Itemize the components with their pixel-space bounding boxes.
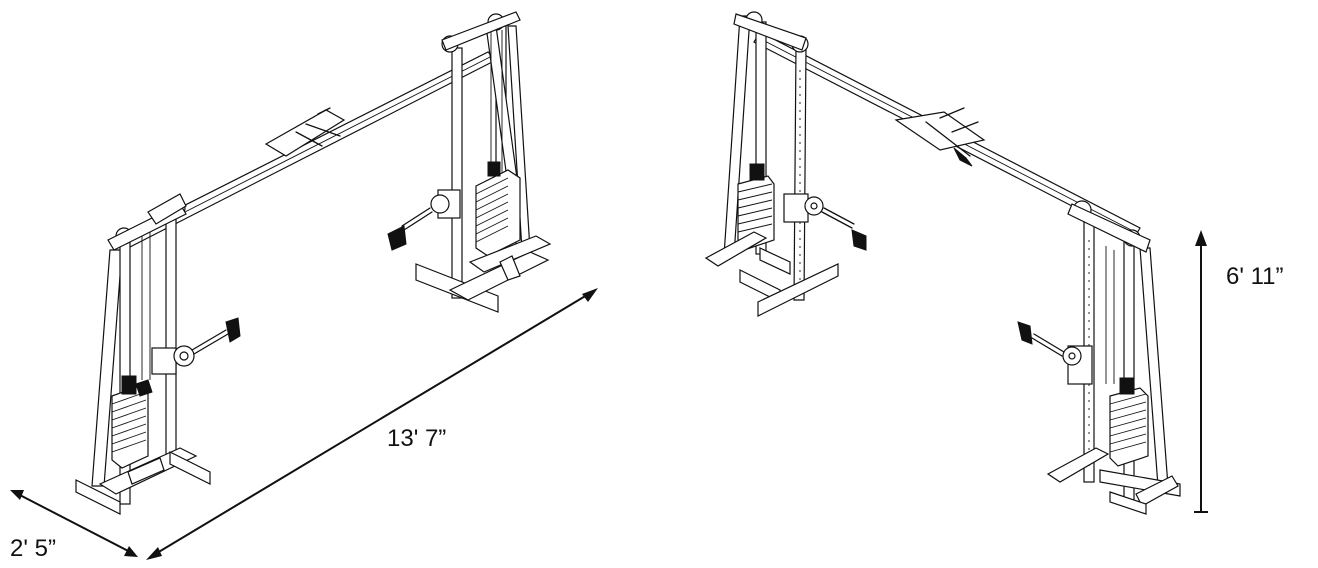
right-cable-crossover-machine: [704, 11, 1181, 515]
height-dimension-arrow: [1194, 230, 1208, 513]
height-dimension-label: 6' 11”: [1226, 263, 1284, 290]
left-cable-crossover-machine: [75, 11, 552, 515]
right-top-crossbar: [753, 31, 1141, 239]
right-front-tower: [1017, 200, 1181, 515]
right-front-weight-stack: [1109, 377, 1149, 467]
depth-dimension-label: 2' 5”: [10, 535, 56, 562]
left-front-weight-stack: [111, 375, 153, 469]
left-rear-weight-stack: [475, 161, 521, 257]
depth-dimension-arrow: [10, 490, 138, 557]
left-rear-tower: [387, 11, 552, 313]
right-rear-tower: [704, 11, 867, 317]
length-dimension-label: 13' 7”: [387, 425, 447, 452]
length-dimension-arrow: [146, 288, 598, 560]
left-front-tower: [75, 193, 241, 515]
